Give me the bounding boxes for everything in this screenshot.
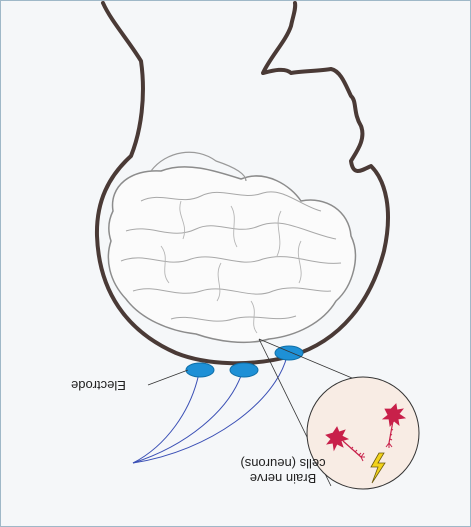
electrode-pad-icon <box>186 363 214 377</box>
neurons-label-line2: cells (neurons) <box>233 456 333 471</box>
neurons-label-line1: Brain nerve <box>233 471 333 486</box>
brain <box>108 152 355 342</box>
electrode-pad-icon <box>230 363 258 377</box>
neurons-label: Brain nerve cells (neurons) <box>233 456 333 486</box>
electrode-pad-icon <box>275 346 303 360</box>
electrode-label: Electrode <box>71 378 126 393</box>
electrode-leader-line <box>148 370 188 385</box>
